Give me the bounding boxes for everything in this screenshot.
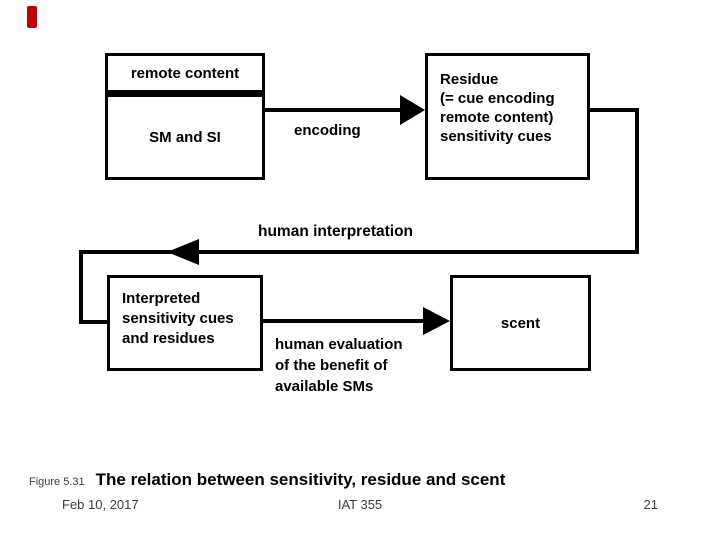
figure-number-label: Figure 5.31: [29, 476, 85, 488]
scent-box: scent: [450, 275, 591, 371]
remote-content-label: remote content: [130, 64, 240, 82]
evaluation-arrowhead-icon: [423, 307, 450, 335]
interpretation-line: [79, 250, 639, 254]
interpretation-arrowhead-icon: [167, 239, 199, 265]
encoding-arrowhead-icon: [400, 95, 425, 125]
residue-line: remote content): [440, 109, 554, 126]
footer-date: Feb 10, 2017: [62, 497, 139, 512]
human-interpretation-label: human interpretation: [258, 223, 414, 240]
interpreted-line: sensitivity cues: [122, 310, 234, 327]
encoding-arrow-line: [263, 108, 402, 112]
residue-line: Residue: [440, 71, 499, 88]
interpreted-box: Interpreted sensitivity cues and residue…: [107, 275, 263, 371]
evaluation-line: human evaluation: [275, 336, 403, 353]
interpreted-box-text: Interpreted sensitivity cues and residue…: [110, 278, 260, 349]
residue-line: (= cue encoding: [440, 90, 555, 107]
evaluation-line: of the benefit of: [275, 357, 388, 374]
evaluation-line: available SMs: [275, 378, 374, 395]
interpreted-entry-line: [79, 320, 111, 324]
scent-label: scent: [500, 314, 541, 332]
left-vertical-line: [79, 250, 83, 324]
evaluation-label: human evaluation of the benefit of avail…: [275, 334, 403, 397]
remote-content-box: remote content SM and SI: [105, 53, 265, 180]
right-vertical-line: [635, 108, 639, 254]
figure-caption: Figure 5.31 The relation between sensiti…: [29, 470, 505, 490]
interpreted-line: Interpreted: [122, 290, 201, 307]
residue-box-text: Residue (= cue encoding remote content) …: [428, 56, 587, 146]
encoding-label: encoding: [294, 122, 361, 139]
evaluation-arrow-line: [260, 319, 423, 323]
box-compartment-divider: [108, 90, 262, 97]
residue-box: Residue (= cue encoding remote content) …: [425, 53, 590, 180]
red-marker: [27, 6, 37, 28]
interpreted-line: and residues: [122, 330, 215, 347]
sm-and-si-label: SM and SI: [149, 128, 221, 146]
residue-line: sensitivity cues: [440, 128, 552, 145]
residue-exit-line: [590, 108, 639, 112]
footer-course-label: IAT 355: [337, 497, 383, 512]
figure-title: The relation between sensitivity, residu…: [95, 470, 506, 489]
footer-page-number: 21: [643, 497, 658, 512]
slide-footer: Feb 10, 2017 IAT 355 21: [0, 497, 720, 513]
